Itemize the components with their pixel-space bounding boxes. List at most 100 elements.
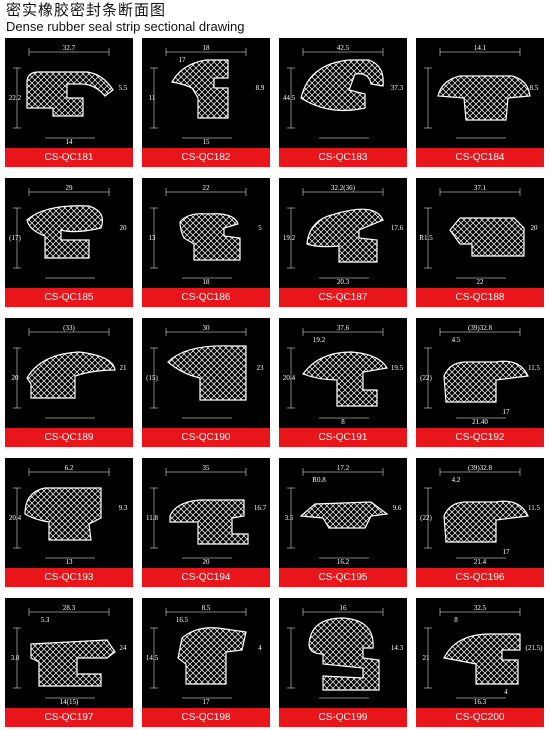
- dimension-label: 3.5: [285, 514, 294, 522]
- product-code-label: CS-QC194: [142, 568, 270, 587]
- profile-svg: (39)32.811.5(22)21.404.517: [420, 324, 540, 426]
- dimension-label: 11.5: [528, 504, 540, 512]
- dimension-label: 20: [12, 374, 20, 382]
- dimension-label: 11.5: [528, 364, 540, 372]
- profile-shape: [449, 217, 525, 257]
- product-code-label: CS-QC184: [416, 148, 544, 167]
- dimension-label: 8: [454, 616, 458, 624]
- profile-svg: 6.29.320.413: [9, 464, 128, 566]
- product-code-label: CS-QC182: [142, 148, 270, 167]
- profile-svg: 42.537.344.5: [283, 44, 404, 139]
- dimension-label: 29: [66, 184, 74, 192]
- page-header: 密实橡胶密封条断面图 Dense rubber seal strip secti…: [6, 1, 245, 35]
- dimension-label: 16.7: [254, 504, 267, 512]
- dimension-label: 21: [120, 364, 128, 372]
- dimension-label: 21.4: [474, 558, 487, 566]
- dimension-label: 19.2: [313, 336, 326, 344]
- dimension-label: 9.6: [393, 504, 402, 512]
- dimension-label: 19.2: [283, 234, 296, 242]
- dimension-label: 22: [477, 278, 485, 286]
- dimension-label: 37.6: [337, 324, 350, 332]
- dimension-label: 44.5: [283, 94, 296, 102]
- profile-shape: [437, 75, 531, 121]
- dimension-label: 5.5: [119, 84, 128, 92]
- dimension-label: 5: [258, 224, 262, 232]
- profile-shape: [443, 633, 521, 685]
- profile-shape: [26, 205, 104, 259]
- dimension-label: 16.5: [176, 616, 189, 624]
- dimension-label: (22): [420, 374, 432, 382]
- product-code-label: CS-QC187: [279, 288, 407, 307]
- profile-shape: [179, 213, 241, 261]
- dimension-label: 4: [504, 688, 508, 696]
- product-code-label: CS-QC196: [416, 568, 544, 587]
- dimension-label: (17): [9, 234, 21, 242]
- dimension-label: 5.3: [41, 616, 50, 624]
- dimension-label: 18: [203, 44, 211, 52]
- dimension-label: 32.5: [474, 604, 487, 612]
- title-chinese: 密实橡胶密封条断面图: [6, 1, 167, 19]
- dimension-label: 16.3: [474, 698, 487, 706]
- dimension-label: (15): [146, 374, 158, 382]
- product-code-label: CS-QC200: [416, 708, 544, 727]
- product-code-label: CS-QC191: [279, 428, 407, 447]
- dimension-label: 3.8: [11, 654, 20, 662]
- product-code-label: CS-QC195: [279, 568, 407, 587]
- title-english: Dense rubber seal strip sectional drawin…: [6, 19, 245, 34]
- dimension-label: (22): [420, 514, 432, 522]
- dimension-label: 22.2: [9, 94, 22, 102]
- dimension-label: 28.3: [63, 604, 76, 612]
- profile-shape: [443, 360, 529, 403]
- dimension-label: 37.3: [391, 84, 404, 92]
- product-code-label: CS-QC186: [142, 288, 270, 307]
- dimension-label: 18: [203, 278, 211, 286]
- dimension-label: 16.2: [337, 558, 350, 566]
- profile-shape: [299, 501, 389, 529]
- profile-shape: [443, 500, 529, 543]
- dimension-label: 14.5: [146, 654, 159, 662]
- dimension-label: 20.4: [9, 514, 22, 522]
- product-code-label: CS-QC185: [5, 288, 133, 307]
- dimension-label: 37.1: [474, 184, 487, 192]
- dimension-label: 8.5: [202, 604, 211, 612]
- profile-svg: 32.75.522.214: [9, 44, 128, 146]
- product-code-label: CS-QC188: [416, 288, 544, 307]
- dimension-label: 17.6: [391, 224, 404, 232]
- dimension-label: 6.2: [65, 464, 74, 472]
- dimension-label: 24: [120, 644, 128, 652]
- dimension-label: 17: [203, 698, 211, 706]
- profile-shape: [26, 351, 116, 399]
- dimension-label: 16: [340, 604, 348, 612]
